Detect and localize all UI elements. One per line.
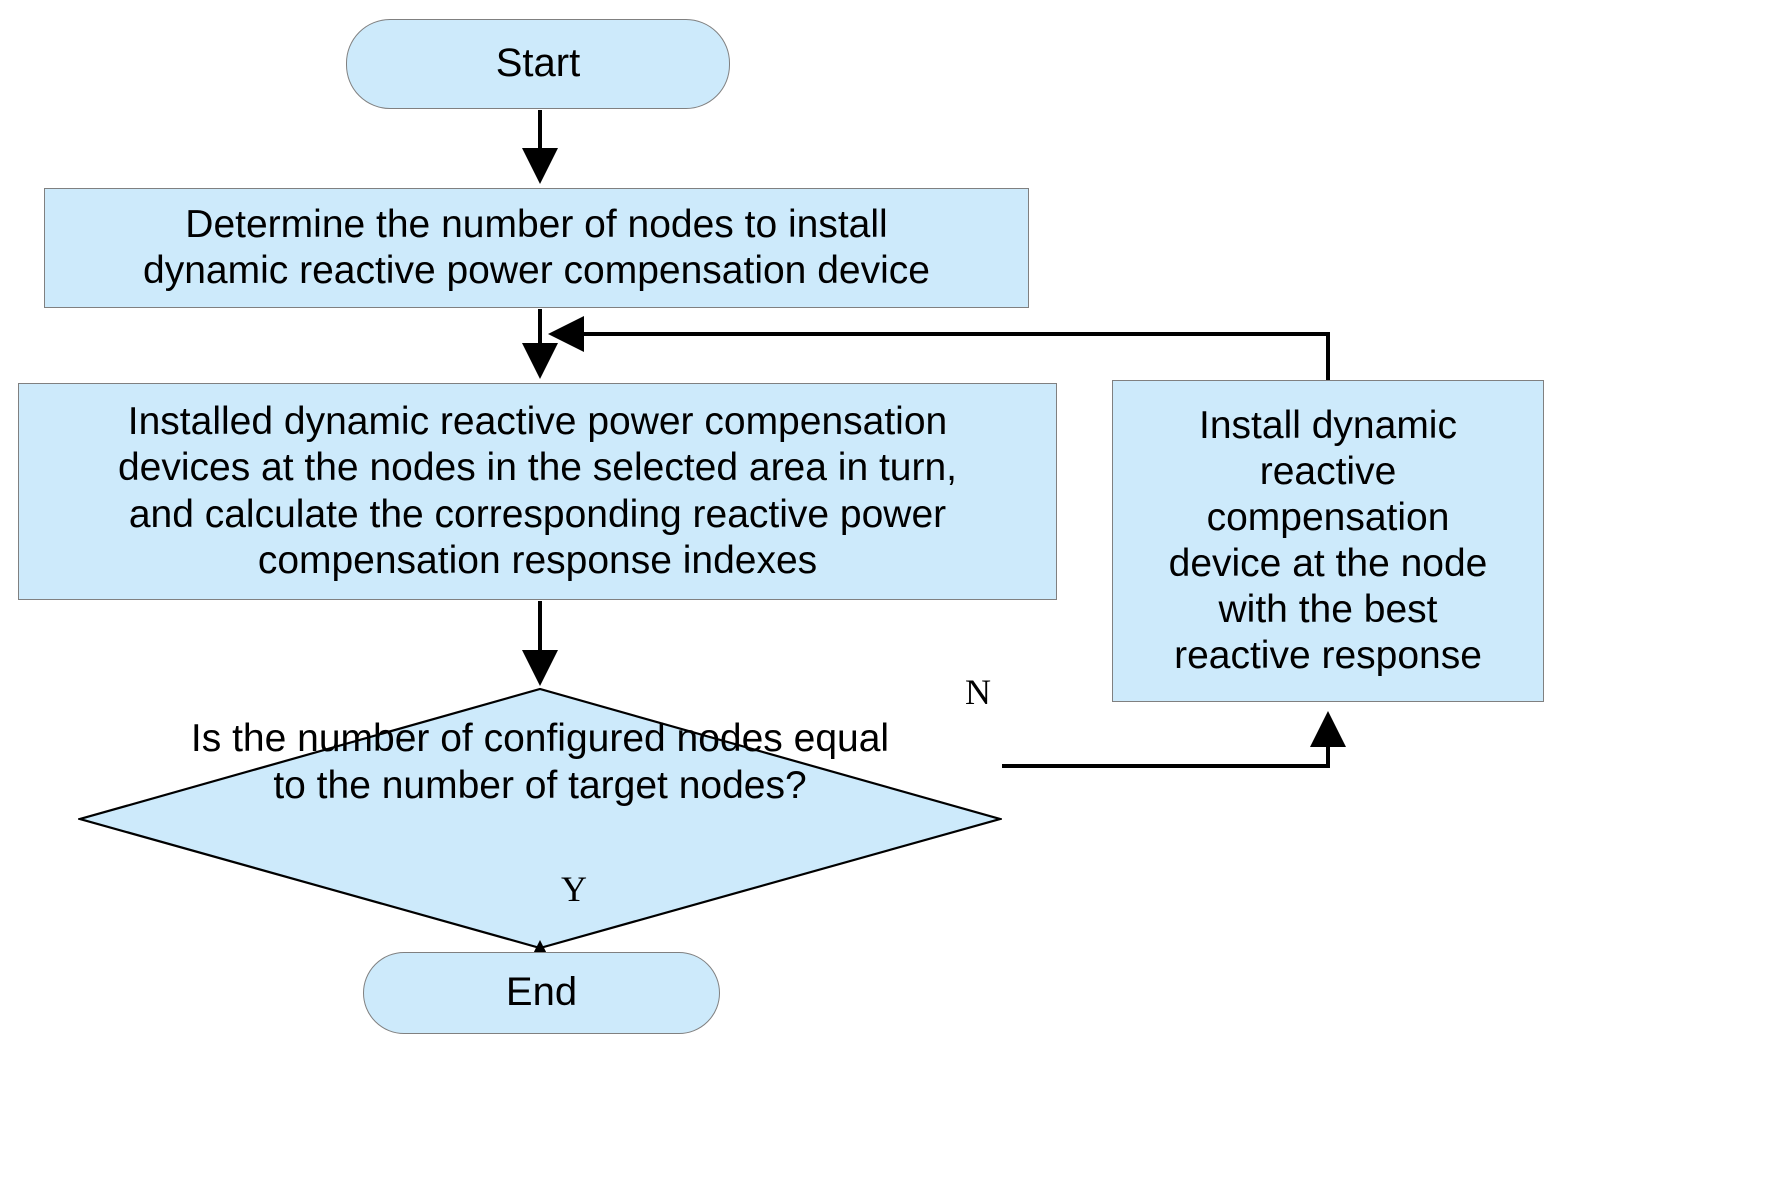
start-node[interactable]: Start xyxy=(346,19,730,109)
branch-label-yes: Y xyxy=(561,869,587,909)
edge-decision-to-install-best xyxy=(1002,711,1346,768)
end-node[interactable]: End xyxy=(363,952,720,1034)
decision-diamond[interactable] xyxy=(78,688,1002,950)
install-and-calculate-node[interactable]: Installed dynamic reactive power compens… xyxy=(18,383,1057,600)
determine-node-count-node[interactable]: Determine the number of nodes to install… xyxy=(44,188,1029,308)
decision-diamond-polygon xyxy=(78,688,1002,950)
install-at-best-node-node[interactable]: Install dynamic reactive compensation de… xyxy=(1112,380,1544,702)
edge-install-best-to-determine xyxy=(548,316,1330,380)
branch-label-no: N xyxy=(965,672,991,712)
